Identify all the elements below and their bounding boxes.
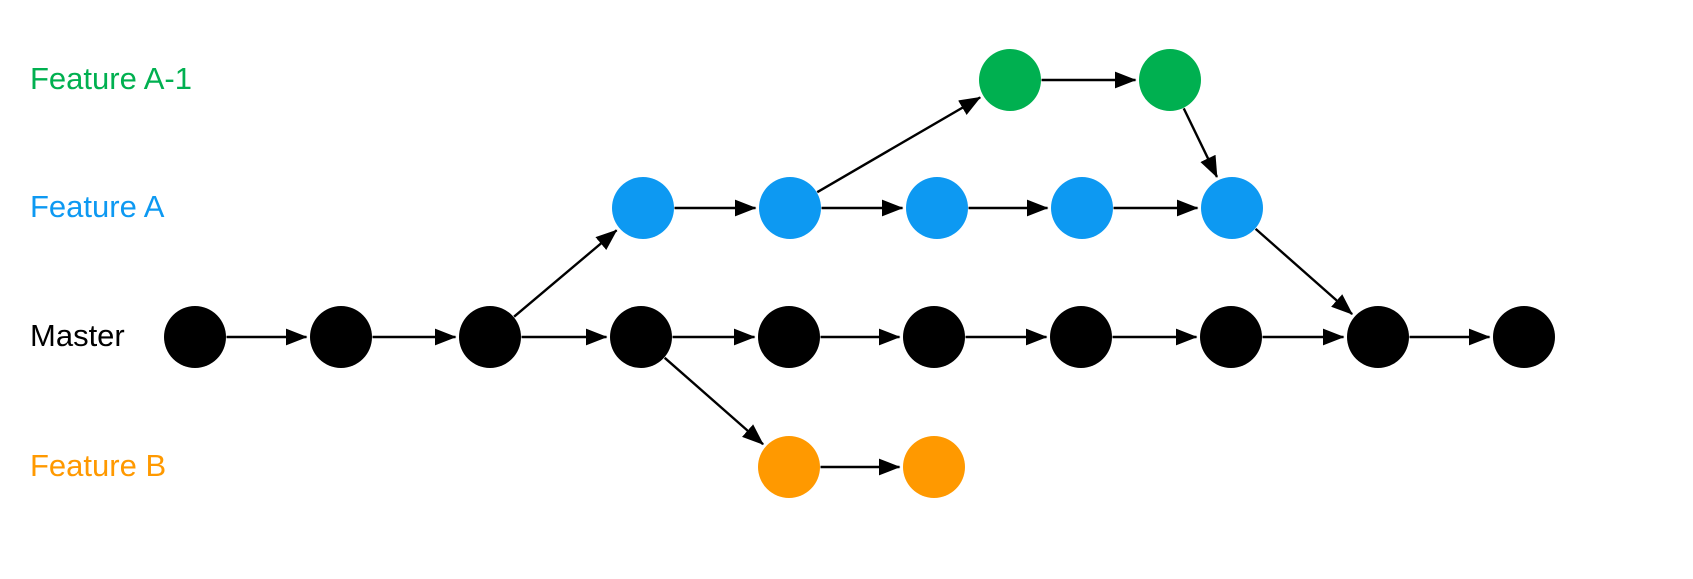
branch-label-feature-a-1: Feature A-1 [30, 61, 192, 96]
commit-node-feature-a-5[interactable] [1201, 177, 1263, 239]
commit-node-feature-a-1-2[interactable] [1139, 49, 1201, 111]
commit-node-master-9[interactable] [1347, 306, 1409, 368]
commit-node-feature-b-2[interactable] [903, 436, 965, 498]
commit-node-master-3[interactable] [459, 306, 521, 368]
commit-node-feature-a-3[interactable] [906, 177, 968, 239]
commit-node-feature-a-1[interactable] [612, 177, 674, 239]
node-layer [164, 49, 1555, 498]
commit-node-feature-a-2[interactable] [759, 177, 821, 239]
commit-node-master-10[interactable] [1493, 306, 1555, 368]
commit-edge-b2-to-g1 [816, 96, 982, 194]
branch-label-master: Master [30, 318, 125, 353]
commit-node-master-8[interactable] [1200, 306, 1262, 368]
commit-node-master-2[interactable] [310, 306, 372, 368]
commit-node-master-7[interactable] [1050, 306, 1112, 368]
commit-edge-m3-to-b1 [513, 229, 618, 318]
commit-node-master-5[interactable] [758, 306, 820, 368]
commit-node-master-4[interactable] [610, 306, 672, 368]
branch-label-feature-a: Feature A [30, 189, 165, 224]
commit-node-feature-a-4[interactable] [1051, 177, 1113, 239]
commit-node-master-1[interactable] [164, 306, 226, 368]
branch-label-feature-b: Feature B [30, 448, 167, 483]
commit-edge-g2-to-b5 [1182, 107, 1219, 178]
commit-node-feature-a-1-1[interactable] [979, 49, 1041, 111]
commit-edge-m4-to-o1 [663, 356, 764, 446]
commit-node-feature-b-1[interactable] [758, 436, 820, 498]
commit-node-master-6[interactable] [903, 306, 965, 368]
commit-edge-b5-to-m9 [1254, 227, 1353, 316]
edge-layer [226, 71, 1491, 476]
